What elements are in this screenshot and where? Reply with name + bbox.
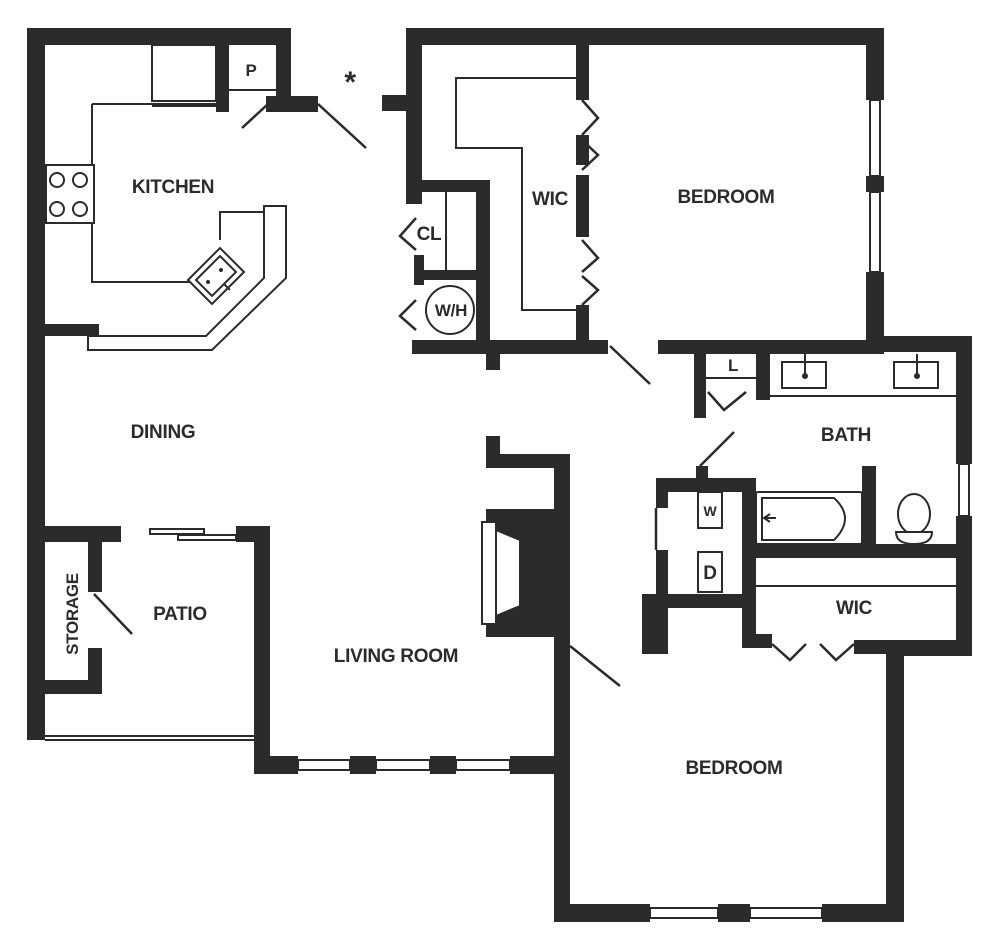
bathtub-icon: [755, 491, 863, 545]
label-kitchen: KITCHEN: [132, 177, 214, 198]
label-linen: L: [728, 356, 738, 375]
entry-marker: *: [344, 66, 356, 99]
label-wic-top: WIC: [532, 189, 569, 210]
water-heater-icon: [425, 285, 475, 335]
label-pantry: P: [245, 61, 256, 80]
label-dryer: D: [703, 563, 716, 584]
label-water-heater: W/H: [435, 301, 467, 320]
label-bedroom-top: BEDROOM: [677, 187, 774, 208]
label-patio: PATIO: [153, 604, 207, 625]
label-storage: STORAGE: [63, 573, 82, 655]
kitchen-fixtures: [45, 44, 287, 351]
toilet-icon: [894, 493, 934, 546]
label-dining: DINING: [131, 422, 196, 443]
washer-icon: [697, 491, 723, 529]
room-labels: KITCHEN P * DINING STORAGE PATIO LIVING …: [63, 61, 873, 779]
kitchen-sink-icon: [186, 246, 246, 306]
dryer-icon: [697, 551, 723, 593]
windows: [45, 99, 970, 919]
label-bath: BATH: [821, 425, 871, 446]
walls: [27, 28, 972, 922]
bath-fixtures: [697, 354, 956, 593]
fireplace-icon: [481, 521, 521, 625]
label-washer: W: [704, 503, 718, 519]
label-bedroom-bottom: BEDROOM: [685, 758, 782, 779]
closet-fixtures: [425, 77, 756, 379]
label-living-room: LIVING ROOM: [334, 646, 458, 667]
label-wic-bottom: WIC: [836, 598, 873, 619]
label-closet: CL: [417, 224, 442, 245]
doors: [93, 99, 855, 687]
